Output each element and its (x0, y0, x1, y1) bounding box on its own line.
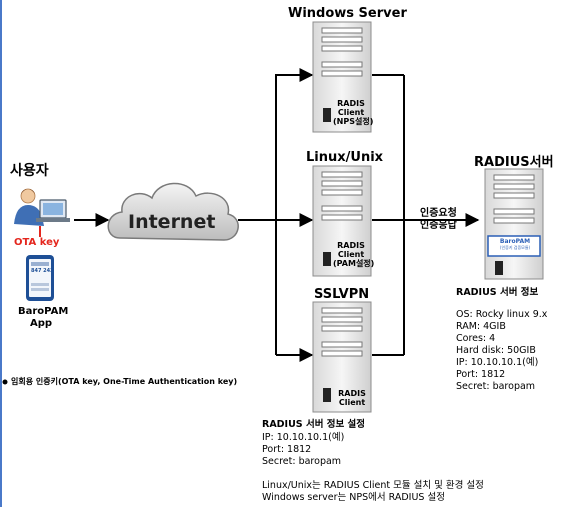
auth-response-label: 인증응답 (420, 220, 457, 231)
radius-server-title: RADIUS서버 (474, 155, 554, 170)
footnote-text: 임회용 인증키(OTA key, One-Time Authentication… (11, 377, 238, 386)
radius-info-os: OS: Rocky linux 9.x (456, 309, 548, 320)
radius-info-disk: Hard disk: 50GIB (456, 345, 536, 356)
internet-cloud (107, 182, 239, 241)
linux-client-label: RADIS Client (PAM설정) (333, 241, 375, 268)
radius-info-secret: Secret: baropam (456, 381, 536, 392)
radius-info-port: Port: 1812 (456, 369, 506, 380)
windows-client-line1: RADIS (337, 99, 365, 108)
windows-server-title: Windows Server (288, 6, 407, 21)
linux-client-line3: (PAM설정) (333, 259, 375, 268)
phone-code: 847 242 (31, 268, 54, 274)
app-label-line2: App (29, 318, 53, 329)
radius-server-icon (484, 168, 544, 280)
linux-client-line2: Client (337, 250, 365, 259)
baropam-badge-line2: (인증키 검증모듈) (499, 245, 531, 250)
radius-info-title: RADIUS 서버 정보 (456, 287, 539, 298)
sslvpn-server-icon (312, 301, 372, 413)
windows-client-line2: Client (337, 108, 365, 117)
config-list: IP: 10.10.10.1(예) Port: 1812 Secret: bar… (262, 432, 344, 468)
config-secret: Secret: baropam (262, 456, 342, 467)
sslvpn-client-line1: RADIS (338, 389, 366, 398)
trunk-to-windows-arrow (275, 68, 314, 355)
linux-client-line1: RADIS (337, 241, 365, 250)
config-title: RADIUS 서버 정보 설정 (262, 419, 366, 430)
linux-server-title: Linux/Unix (306, 150, 384, 165)
left-border (0, 0, 2, 507)
auth-request-label: 인증요청 (420, 208, 457, 219)
app-label: BaroPAM App (18, 306, 69, 330)
note-linux: Linux/Unix는 RADIUS Client 모듈 설치 및 환경 설정 (262, 480, 484, 491)
notes: Linux/Unix는 RADIUS Client 모듈 설치 및 환경 설정 … (262, 480, 484, 504)
connection-lines (74, 68, 480, 362)
sslvpn-client-label: RADIS Client (334, 389, 370, 407)
footnote-bullet (2, 379, 8, 385)
sslvpn-server-title: SSLVPN (314, 287, 370, 302)
linux-server-icon (312, 165, 372, 277)
sslvpn-client-line2: Client (338, 398, 366, 407)
phone-icon (26, 255, 54, 301)
baropam-badge: BaroPAM (인증키 검증모듈) (489, 238, 541, 250)
note-windows: Windows server는 NPS에서 RADIUS 설정 (262, 492, 445, 503)
user-icon (14, 188, 70, 226)
ota-key-label: OTA key (14, 237, 60, 248)
radius-info-list: OS: Rocky linux 9.x RAM: 4GIB Cores: 4 H… (456, 309, 547, 393)
app-label-line1: BaroPAM (18, 306, 69, 317)
radius-info-ram: RAM: 4GIB (456, 321, 506, 332)
radius-info-cores: Cores: 4 (456, 333, 496, 344)
config-ip: IP: 10.10.10.1(예) (262, 432, 345, 443)
internet-label: Internet (128, 211, 216, 233)
user-title: 사용자 (10, 163, 49, 179)
config-port: Port: 1812 (262, 444, 312, 455)
windows-client-line3: (NPS설정) (333, 117, 374, 126)
windows-server-icon (312, 21, 372, 133)
windows-client-label: RADIS Client (NPS설정) (333, 99, 374, 126)
baropam-badge-line1: BaroPAM (499, 238, 531, 245)
radius-info-ip: IP: 10.10.10.1(예) (456, 357, 539, 368)
